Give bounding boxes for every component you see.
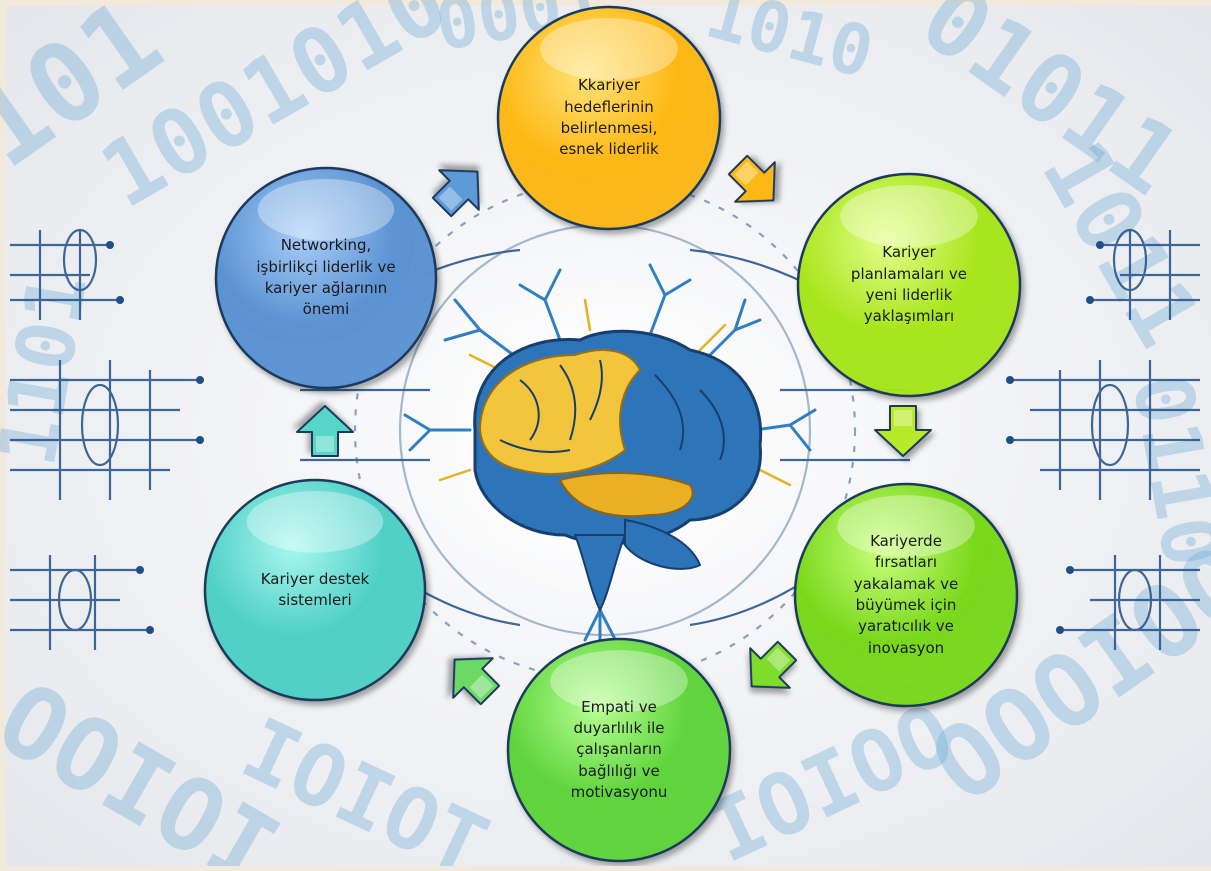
arrow-shape-planlamalar-to-firsatlar [874, 405, 932, 457]
arrow-hedefler-to-planlamalar [727, 154, 776, 203]
node-circle-kariyerde-firsatlar [793, 482, 1019, 708]
arrow-empati-to-destek [452, 657, 501, 706]
circuit-dots [106, 241, 1104, 634]
node-empati [506, 637, 732, 863]
arrow-firsatlar-to-empati [749, 640, 798, 689]
arrow-highlight-hedefler-to-planlamalar [734, 161, 759, 186]
arrow-shape-firsatlar-to-empati [749, 640, 798, 689]
arrow-highlight-planlamalar-to-firsatlar [894, 410, 912, 426]
node-shine-kariyer-destek [246, 491, 384, 553]
node-shine-empati [550, 650, 688, 713]
arrow-highlight-empati-to-destek [469, 674, 494, 699]
circuit-decoration [10, 178, 1200, 682]
node-circle-kariyer-planlamalari [796, 172, 1022, 398]
node-shine-kariyer-planlamalari [840, 185, 978, 248]
arrows-layer [296, 154, 932, 706]
arrow-shape-empati-to-destek [452, 657, 501, 706]
node-kariyer-destek [203, 478, 427, 702]
node-kariyer-hedefleri [496, 5, 722, 231]
arrow-planlamalar-to-firsatlar [874, 405, 932, 457]
node-shine-kariyer-hedefleri [540, 18, 678, 81]
node-kariyerde-firsatlar [793, 482, 1019, 708]
arrow-networking-to-hedefler [431, 169, 480, 218]
arrow-highlight-networking-to-hedefler [438, 186, 463, 211]
arrow-destek-to-networking [296, 405, 354, 457]
arrow-highlight-destek-to-networking [316, 436, 334, 452]
arrow-shape-destek-to-networking [296, 405, 354, 457]
node-circle-kariyer-destek [203, 478, 427, 702]
nodes-layer [203, 5, 1022, 863]
arrow-shape-hedefler-to-planlamalar [727, 154, 776, 203]
node-circle-empati [506, 637, 732, 863]
arrow-shape-networking-to-hedefler [431, 169, 480, 218]
node-shine-kariyerde-firsatlar [837, 495, 975, 558]
node-shine-networking [257, 179, 395, 241]
node-kariyer-planlamalari [796, 172, 1022, 398]
arrow-highlight-firsatlar-to-empati [766, 647, 791, 672]
brain-icon [403, 263, 817, 647]
node-circle-kariyer-hedefleri [496, 5, 722, 231]
node-circle-networking [214, 166, 438, 390]
node-networking [214, 166, 438, 390]
